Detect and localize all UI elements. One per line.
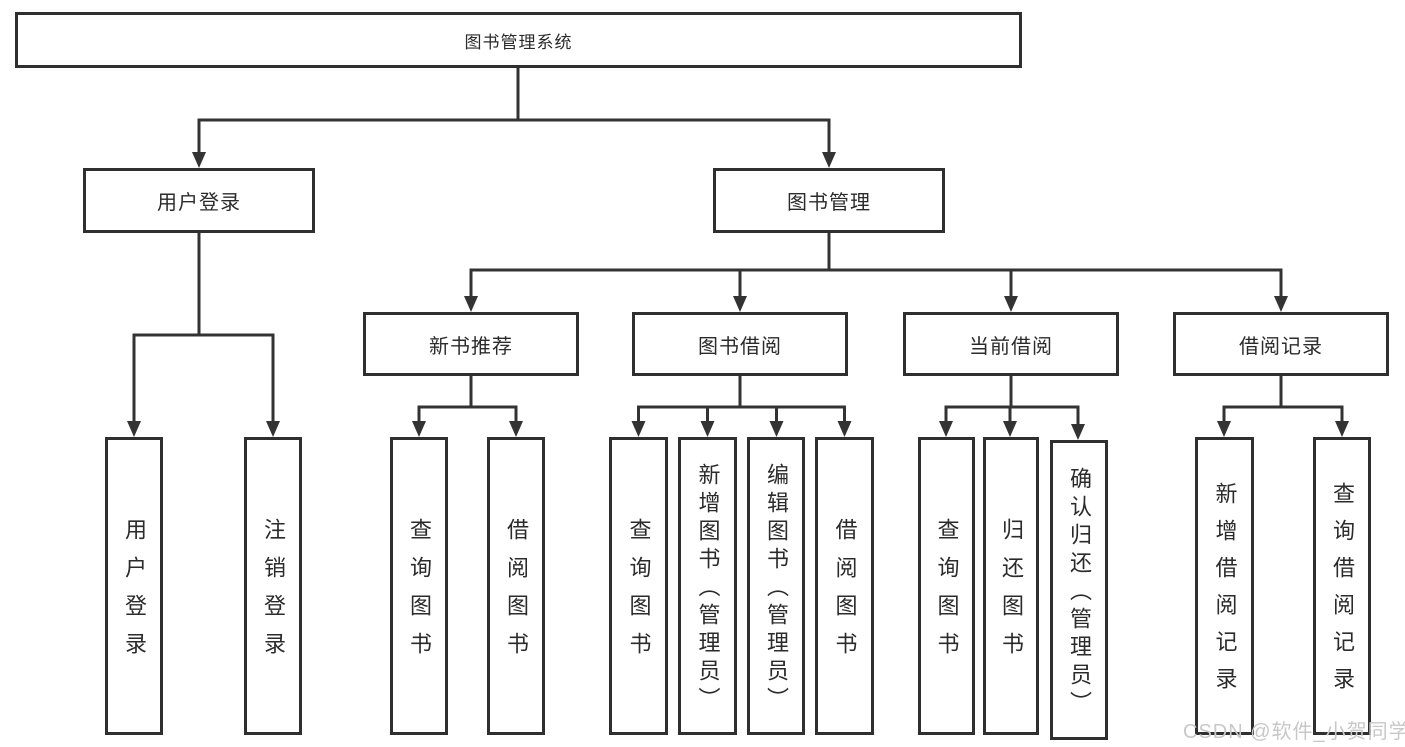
node-label: 用户登录 [157,192,241,214]
node-label: 查询图书 [407,518,432,670]
arrowheads [127,152,1349,440]
leaf-add-borrow-record: 新增借阅记录 [1195,437,1254,735]
node-label: 新增借阅记录 [1212,482,1238,704]
node-book-management: 图书管理 [713,168,945,233]
node-label: 查询图书 [934,518,960,670]
leaf-borrow-book-recommend: 借阅图书 [487,437,545,735]
node-label: 新增图书（管理员） [695,463,721,715]
leaf-query-book-current: 查询图书 [918,437,975,735]
node-label: 注销登录 [261,518,286,670]
leaf-add-book-admin: 新增图书（管理员） [678,437,737,735]
node-label: 借阅图书 [504,518,529,670]
node-label: 借阅图书 [832,518,858,670]
node-label: 当前借阅 [969,335,1053,358]
leaf-confirm-return-admin: 确认归还（管理员） [1050,440,1108,740]
connector-strokes [132,68,1344,426]
leaf-user-login: 用户登录 [105,437,163,735]
leaf-query-book-borrow: 查询图书 [609,437,668,735]
node-library-management-system: 图书管理系统 [15,12,1022,68]
node-current-borrow: 当前借阅 [903,312,1119,376]
node-label: 新书推荐 [429,335,513,358]
leaf-borrow-book: 借阅图书 [815,437,874,735]
node-label: 图书管理系统 [464,32,573,52]
csdn-watermark: CSDN @软件_小贺同学 [1183,721,1405,743]
leaf-edit-book-admin: 编辑图书（管理员） [747,437,805,735]
node-label: 图书管理 [787,192,871,214]
node-label: 编辑图书（管理员） [764,463,789,715]
node-label: 查询借阅记录 [1330,482,1355,704]
node-borrow-record: 借阅记录 [1173,312,1389,376]
node-label: 图书借阅 [698,335,782,358]
leaf-return-book: 归还图书 [983,437,1039,735]
node-label: 借阅记录 [1239,335,1323,358]
leaf-logout: 注销登录 [244,437,302,735]
node-label: 查询图书 [626,518,652,670]
node-label: 用户登录 [122,518,147,670]
node-new-book-recommend: 新书推荐 [363,312,579,376]
node-label: 归还图书 [999,518,1024,670]
leaf-query-borrow-record: 查询借阅记录 [1313,437,1371,735]
node-book-borrow: 图书借阅 [632,312,848,376]
leaf-query-book-recommend: 查询图书 [390,437,448,735]
node-label: 确认归还（管理员） [1067,467,1092,719]
node-user-login: 用户登录 [83,168,315,233]
